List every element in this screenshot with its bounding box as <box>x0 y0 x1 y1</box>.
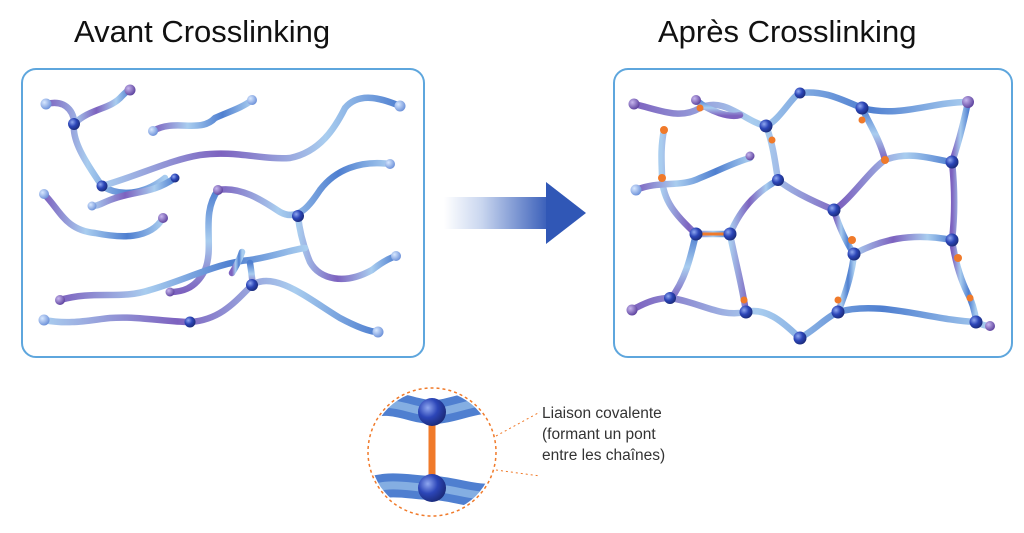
chain-node <box>96 180 108 192</box>
chain-end <box>391 251 401 261</box>
callout-line: Liaison covalente <box>542 405 662 422</box>
chains-before <box>40 86 404 336</box>
chain-node <box>739 305 753 319</box>
chain-node <box>170 173 180 183</box>
chain <box>630 89 972 130</box>
title-after-crosslinking: Après Crosslinking <box>658 14 917 49</box>
panel-after <box>613 68 1013 358</box>
chain-end <box>394 100 406 112</box>
chain-node <box>827 203 841 217</box>
chain-node <box>945 155 959 169</box>
chain-end <box>213 185 223 195</box>
chain-nodes-before <box>38 84 406 338</box>
chain <box>56 244 309 304</box>
chain <box>98 94 404 190</box>
chain-node <box>664 292 676 304</box>
chain-end <box>38 314 50 326</box>
chain-end <box>124 84 136 96</box>
chain-node <box>847 247 861 261</box>
chain-end <box>985 321 995 331</box>
chain-node <box>292 210 304 222</box>
chain-node <box>759 119 773 133</box>
zoom-node-top <box>418 398 446 426</box>
chain-node <box>68 118 80 130</box>
chain-end <box>148 126 158 136</box>
chain-nodes-after <box>626 87 995 345</box>
chain <box>214 159 394 219</box>
chain-end <box>158 213 168 223</box>
covalent-bond-label: Liaison covalente (formant un pont entre… <box>542 403 665 466</box>
chain-end <box>745 151 755 161</box>
chain-end <box>39 189 49 199</box>
chain-end <box>962 96 974 108</box>
chain-end <box>691 95 701 105</box>
title-before-crosslinking: Avant Crosslinking <box>74 14 331 49</box>
chain-end <box>385 159 395 169</box>
chain <box>632 154 754 194</box>
chain <box>40 190 167 240</box>
chain-end <box>628 98 640 110</box>
callout-line: entre les chaînes) <box>542 447 666 464</box>
chain <box>149 96 256 135</box>
chain-node <box>689 227 703 241</box>
zoom-node-bottom <box>418 474 446 502</box>
chain-node <box>793 331 807 345</box>
chain <box>850 233 956 258</box>
chain-node <box>723 227 737 241</box>
chain-node <box>184 316 196 328</box>
chain-node <box>831 305 845 319</box>
chain-end <box>630 184 642 196</box>
chain-end <box>165 287 175 297</box>
chain-end <box>247 95 257 105</box>
chain <box>228 248 246 277</box>
chain-end <box>87 201 97 211</box>
chain-end <box>626 304 638 316</box>
chain-node <box>945 233 959 247</box>
chain-end <box>55 295 65 305</box>
magnifier-circle-icon <box>367 387 541 517</box>
chain-node <box>794 87 806 99</box>
chain <box>40 277 382 336</box>
chain-node <box>772 174 784 186</box>
chain-node <box>246 279 258 291</box>
chain-end <box>40 98 52 110</box>
right-arrow-icon <box>444 182 586 244</box>
callout-line: (formant un pont <box>542 426 656 443</box>
chain-node <box>855 101 869 115</box>
chain-node <box>969 315 983 329</box>
chain <box>88 174 179 210</box>
chain <box>294 212 400 283</box>
chain-end <box>372 326 384 338</box>
